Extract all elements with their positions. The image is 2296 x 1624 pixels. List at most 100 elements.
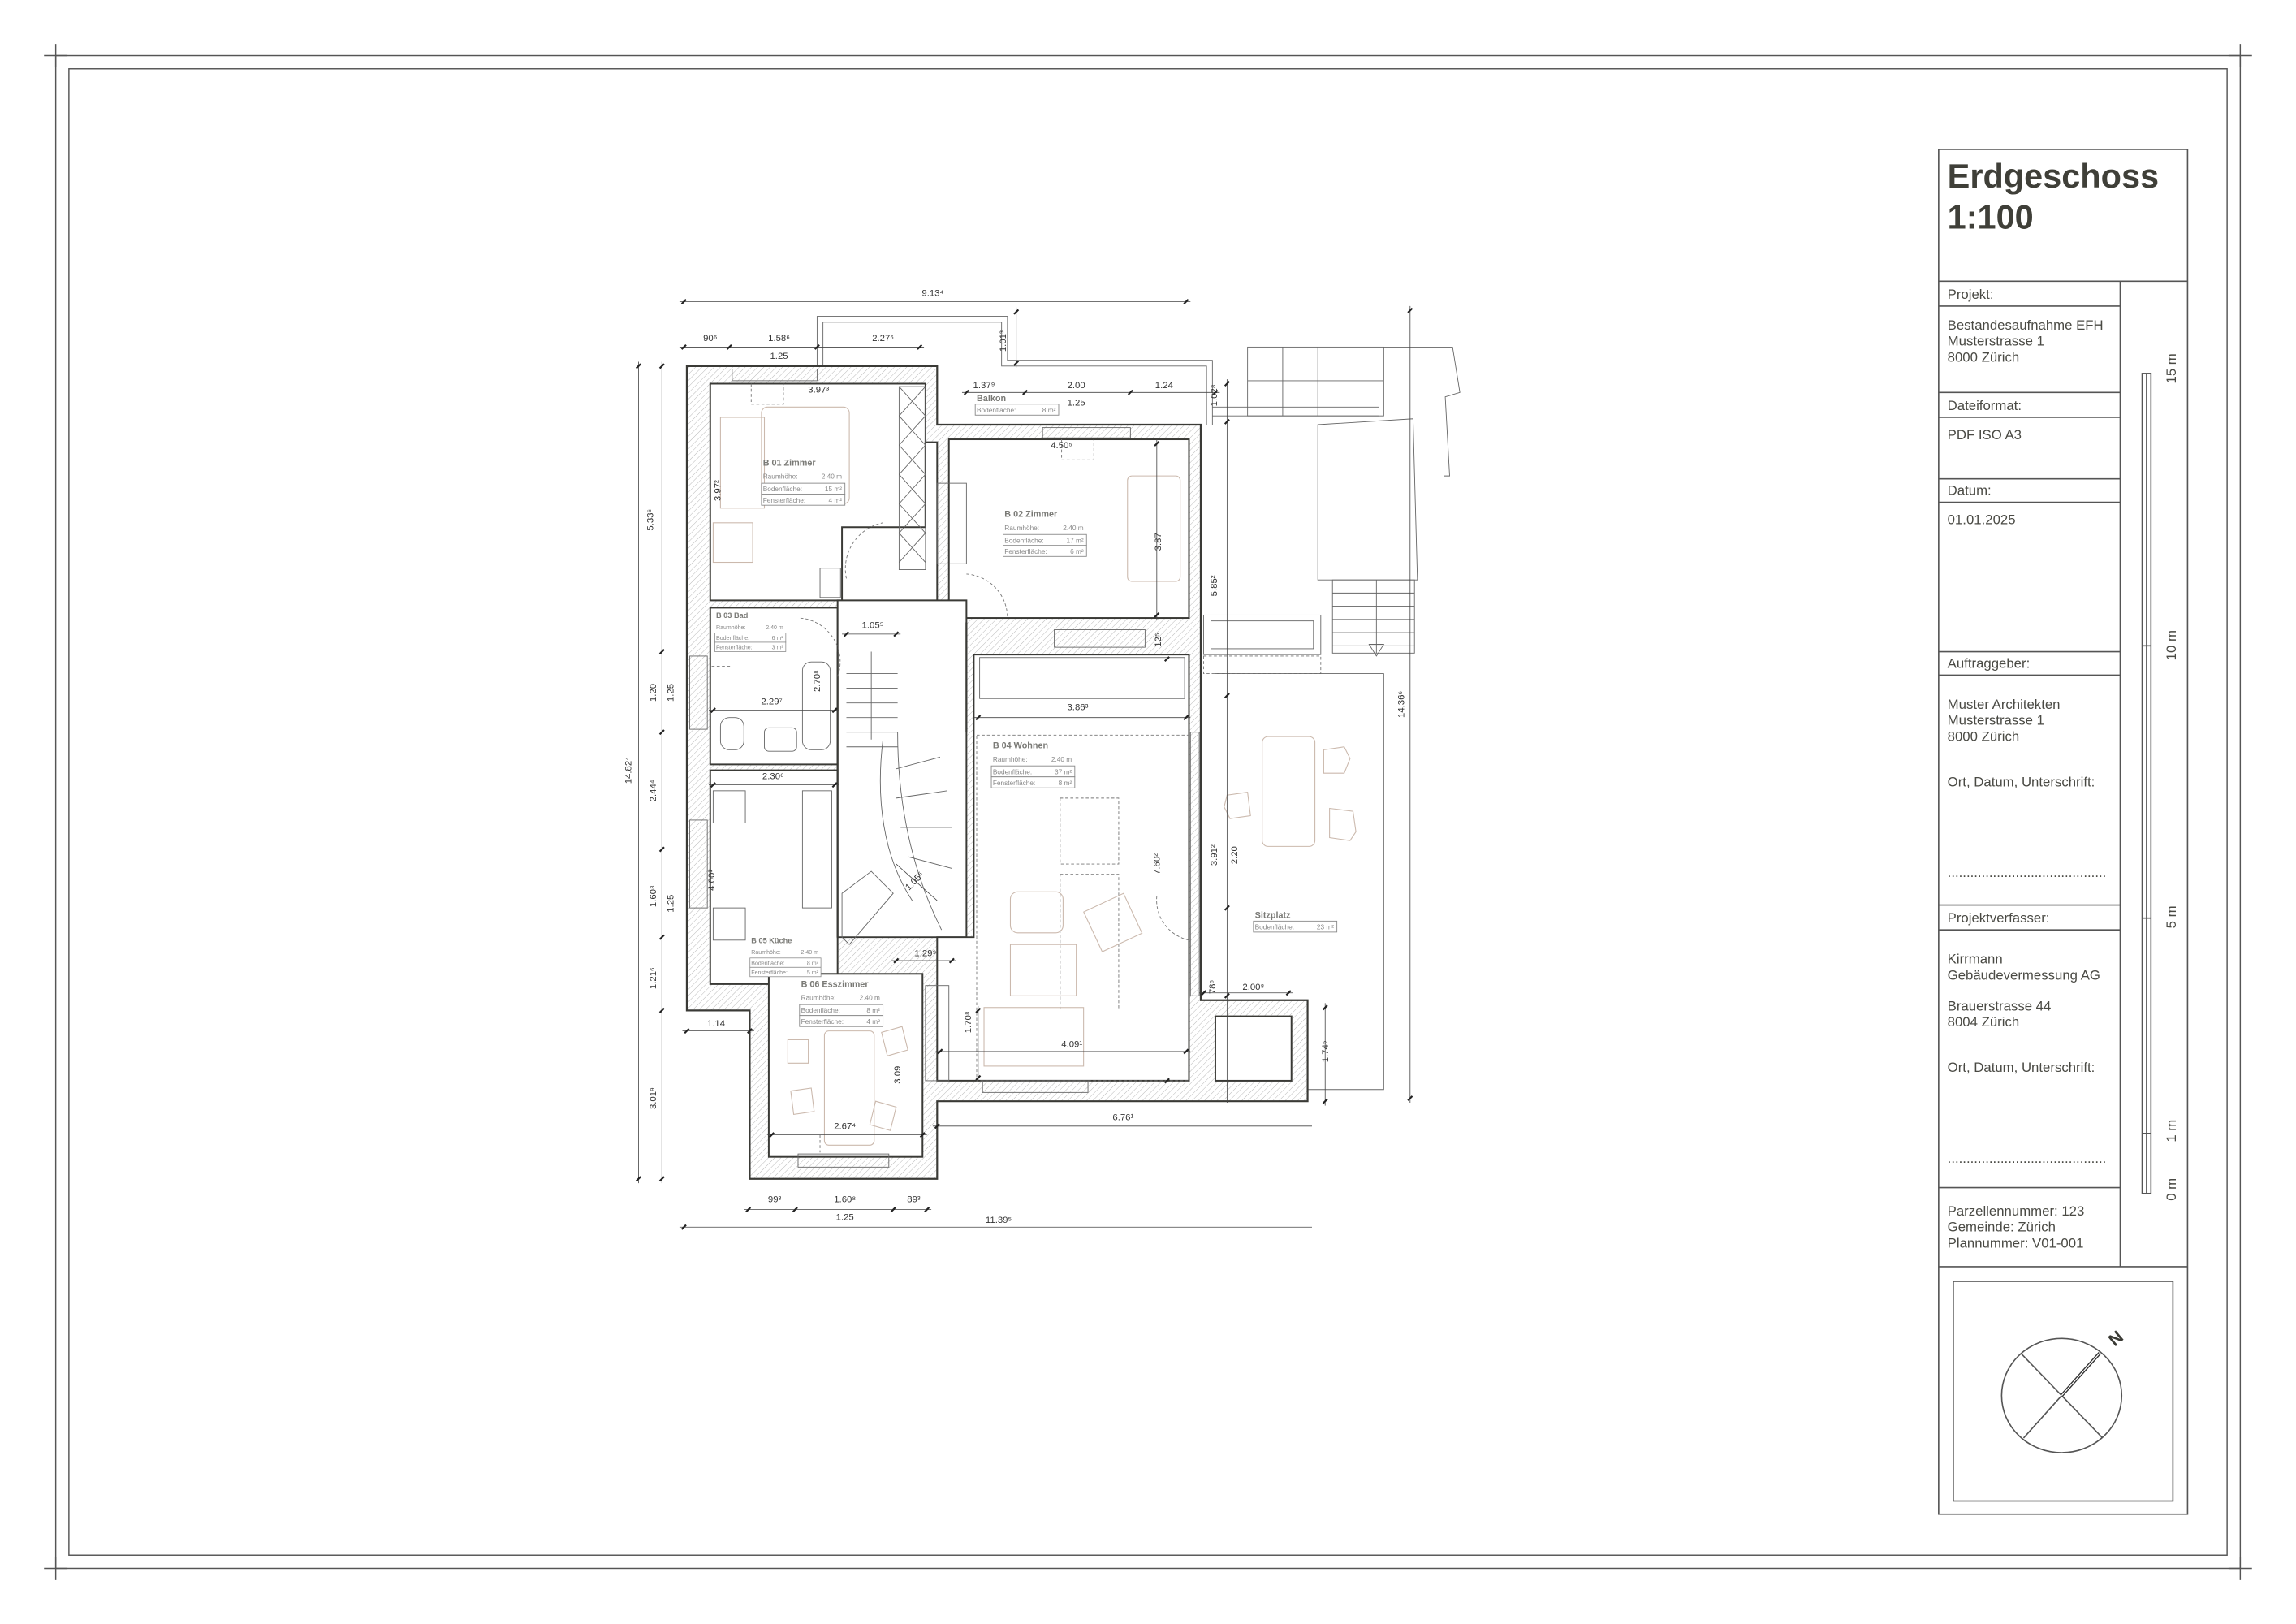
plannummer: Plannummer: V01-001 — [1948, 1236, 2084, 1251]
dimension-line — [1013, 307, 1020, 368]
area-box — [990, 776, 1076, 788]
dimension-tick — [1154, 440, 1160, 447]
sheet-frame — [44, 44, 2252, 1580]
dimension-line — [658, 361, 665, 1184]
dimension-label: 78⁶ — [1208, 980, 1218, 994]
scale-label: 1 m — [2164, 1120, 2179, 1142]
window-area-label: Fensterfläche: — [763, 496, 805, 504]
dimension-tick — [1013, 360, 1020, 366]
dimension-tick — [917, 343, 923, 350]
dimension-tick — [769, 1132, 775, 1138]
floor-area-label: Bodenfläche: — [993, 767, 1032, 775]
dimension-label: 9.13⁴ — [921, 288, 943, 298]
dimension-tick — [975, 1074, 982, 1081]
room-height-value: 2.40 m — [766, 625, 783, 631]
dimension-tick — [1127, 389, 1133, 395]
projekt-line: Musterstrasse 1 — [1948, 334, 2044, 349]
room-height-value: 2.40 m — [1063, 524, 1083, 532]
dimension-tick — [658, 729, 665, 736]
window-area-label: Fensterfläche: — [716, 646, 753, 651]
dimension-tick — [745, 1207, 752, 1213]
room-height-value: 2.40 m — [801, 950, 819, 956]
dimension-label: 1.21⁶ — [649, 967, 658, 989]
room-name: Sitzplatz — [1255, 911, 1291, 921]
signature-line: ........................................… — [1948, 1151, 2107, 1166]
dimension-line — [682, 1028, 754, 1034]
area-box — [799, 1015, 884, 1027]
dimension-label: 1.58⁶ — [768, 334, 790, 343]
window-area-value: 8 m² — [1059, 779, 1072, 787]
room-height-label: Raumhöhe: — [1004, 524, 1039, 532]
dimension-tick — [710, 782, 716, 788]
dimension-tick — [1163, 656, 1170, 663]
scale-label: 10 m — [2164, 630, 2179, 660]
dimension-label: 4.00¹ — [707, 870, 717, 891]
dimension-label: 1.24 — [1155, 381, 1173, 391]
dimension-label: 2.00⁸ — [1242, 983, 1264, 992]
dimension-label: 1.60⁸ — [649, 885, 658, 907]
dimension-label: 3.09 — [893, 1066, 903, 1084]
dimension-label: 1.20 — [649, 684, 658, 702]
scale-label: 15 m — [2164, 353, 2179, 383]
dimension-tick — [975, 1007, 982, 1013]
gemeinde: Gemeinde: Zürich — [1948, 1220, 2056, 1235]
dimension-tick — [1322, 1098, 1328, 1104]
dimension-label: 1.05⁵ — [862, 621, 884, 631]
dimension-tick — [726, 343, 732, 350]
auftraggeber-line: Muster Architekten — [1948, 697, 2061, 712]
dimension-tick — [831, 782, 838, 788]
dimension-tick — [1224, 418, 1230, 425]
dimension-line — [891, 957, 956, 964]
dimension-tick — [658, 363, 665, 369]
dimension-tick — [658, 934, 665, 940]
dimension-label: 4.50⁵ — [1051, 441, 1072, 451]
window-area-label: Fensterfläche: — [801, 1017, 844, 1026]
dimension-tick — [814, 343, 820, 350]
dimension-tick — [680, 299, 687, 304]
dimension-label: 1.25 — [1068, 399, 1085, 408]
area-box — [974, 404, 1060, 416]
dimension-tick — [792, 1207, 798, 1213]
floor-area-label: Bodenfläche: — [1255, 922, 1294, 931]
window-area-value: 4 m² — [866, 1017, 880, 1026]
floor-area-label: Bodenfläche: — [1004, 536, 1043, 544]
room-height-value: 2.40 m — [1051, 755, 1072, 763]
dimension-tick — [710, 707, 716, 714]
dimension-label: 12⁵ — [1154, 633, 1163, 647]
dimension-tick — [975, 715, 982, 721]
dimension-line — [1224, 379, 1230, 1103]
room-name: B 01 Zimmer — [763, 458, 817, 468]
room-height-label: Raumhöhe: — [801, 994, 836, 1002]
dimension-line — [975, 1005, 982, 1082]
dimension-line — [708, 782, 839, 788]
floor-area-value: 17 m² — [1066, 536, 1083, 544]
auftraggeber-label: Auftraggeber: — [1948, 655, 2031, 671]
dimension-tick — [684, 1028, 690, 1034]
plan-scale: 1:100 — [1948, 197, 2034, 235]
dimension-tick — [680, 343, 687, 350]
room-name: B 04 Wohnen — [993, 741, 1048, 751]
dimension-tick — [658, 649, 665, 654]
projektverfasser-line: Gebäudevermessung AG — [1948, 967, 2100, 983]
floor-area-value: 8 m² — [1042, 406, 1056, 414]
area-box — [749, 966, 822, 978]
dimension-label: 2.00 — [1068, 381, 1085, 391]
room-name: B 02 Zimmer — [1004, 510, 1058, 520]
dimension-line — [1322, 1003, 1328, 1106]
dimension-tick — [1212, 389, 1219, 395]
floor-area-label: Bodenfläche: — [751, 961, 784, 966]
dimension-tick — [937, 1048, 943, 1055]
dimension-line — [1199, 990, 1293, 996]
dimension-line — [767, 1132, 927, 1138]
dimension-tick — [1183, 299, 1189, 304]
dimension-label: 4.09¹ — [1061, 1039, 1082, 1049]
auftraggeber-line: 8000 Zürich — [1948, 729, 2020, 745]
dateiformat-label: Dateiformat: — [1948, 398, 2022, 413]
area-box — [714, 641, 787, 652]
datum-value: 01.01.2025 — [1948, 512, 2016, 528]
projektverfasser-line: Brauerstrasse 44 — [1948, 998, 2052, 1013]
room-height-label: Raumhöhe: — [993, 755, 1028, 763]
